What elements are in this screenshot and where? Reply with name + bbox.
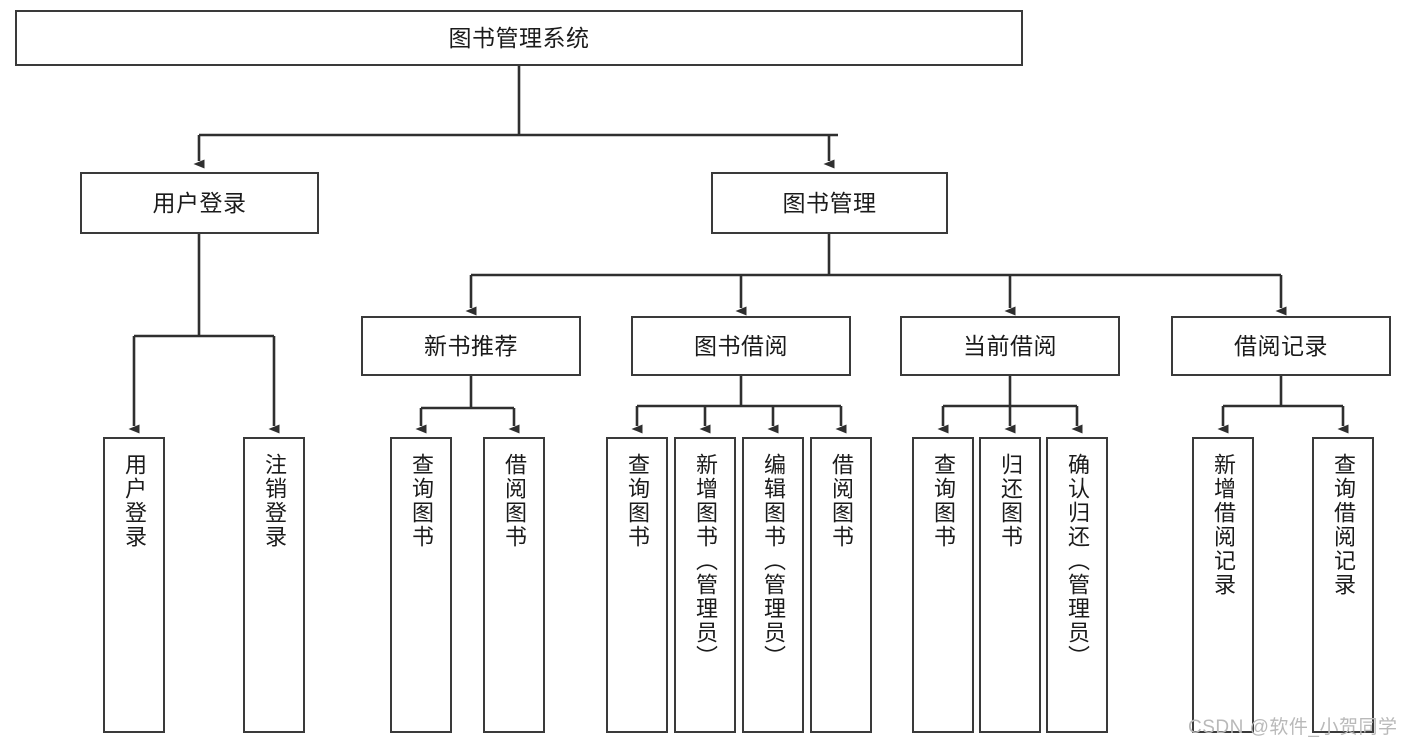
node-root-system[interactable]: 图书管理系统 [15, 10, 1023, 66]
node-label: 图书管理 [782, 189, 877, 216]
node-label: 借阅图书 [828, 453, 854, 549]
node-book-borrow[interactable]: 图书借阅 [631, 316, 851, 376]
node-label: 注销登录 [261, 453, 287, 549]
node-user-login[interactable]: 用户登录 [80, 172, 319, 234]
leaf-borrow-book[interactable]: 借阅图书 [810, 437, 872, 733]
leaf-edit-book-admin[interactable]: 编辑图书（管理员） [742, 437, 804, 733]
leaf-logout[interactable]: 注销登录 [243, 437, 305, 733]
node-new-book-recommendation[interactable]: 新书推荐 [361, 316, 581, 376]
node-label: 图书管理系统 [448, 24, 590, 51]
node-label: 归还图书 [997, 453, 1023, 549]
node-label: 查询图书 [930, 453, 956, 549]
node-label: 用户登录 [121, 453, 147, 549]
node-label: 查询图书 [408, 453, 434, 549]
node-label: 确认归还（管理员） [1064, 453, 1090, 669]
node-label: 新增借阅记录 [1210, 453, 1236, 597]
leaf-query-book-recommendation[interactable]: 查询图书 [390, 437, 452, 733]
leaf-return-book[interactable]: 归还图书 [979, 437, 1041, 733]
node-label: 查询图书 [624, 453, 650, 549]
node-label: 图书借阅 [694, 332, 788, 359]
leaf-confirm-return-admin[interactable]: 确认归还（管理员） [1046, 437, 1108, 733]
csdn-watermark: CSDN @软件_小贺同学 [1188, 717, 1398, 738]
leaf-borrow-book-recommendation[interactable]: 借阅图书 [483, 437, 545, 733]
node-label: 编辑图书（管理员） [760, 453, 786, 669]
node-label: 用户登录 [152, 189, 247, 216]
node-label: 借阅记录 [1234, 332, 1328, 359]
node-label: 新增图书（管理员） [692, 453, 718, 669]
node-book-management[interactable]: 图书管理 [711, 172, 948, 234]
leaf-user-login[interactable]: 用户登录 [103, 437, 165, 733]
leaf-query-book-borrow[interactable]: 查询图书 [606, 437, 668, 733]
node-borrow-record[interactable]: 借阅记录 [1171, 316, 1391, 376]
leaf-add-borrow-record[interactable]: 新增借阅记录 [1192, 437, 1254, 733]
node-label: 借阅图书 [501, 453, 527, 549]
leaf-query-book-current[interactable]: 查询图书 [912, 437, 974, 733]
node-current-borrow[interactable]: 当前借阅 [900, 316, 1120, 376]
node-label: 当前借阅 [963, 332, 1057, 359]
leaf-add-book-admin[interactable]: 新增图书（管理员） [674, 437, 736, 733]
node-label: 查询借阅记录 [1330, 453, 1356, 597]
node-label: 新书推荐 [424, 332, 518, 359]
leaf-query-borrow-record[interactable]: 查询借阅记录 [1312, 437, 1374, 733]
